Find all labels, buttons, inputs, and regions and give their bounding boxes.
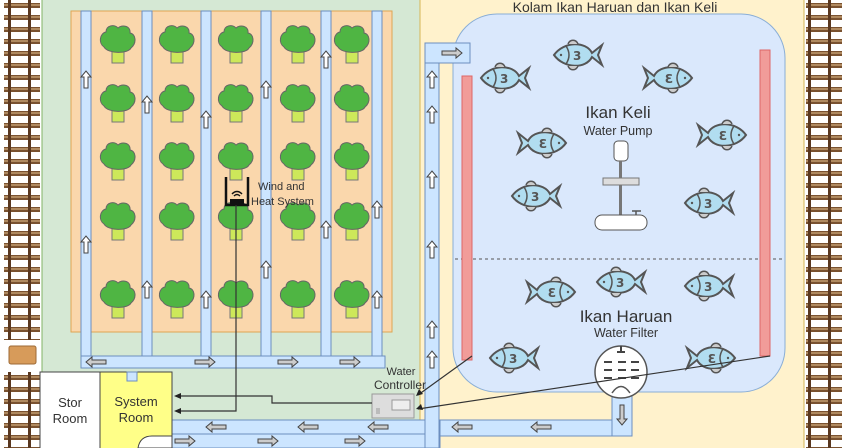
left-fence-lower [4, 372, 40, 448]
stor-room-label-1: Stor [58, 395, 83, 410]
wind-heat-icon [224, 177, 250, 207]
ikan-haruan-title: Ikan Haruan [580, 307, 673, 326]
water-filter-label: Water Filter [594, 326, 658, 340]
gate [8, 345, 37, 365]
pond-title: Kolam Ikan Haruan dan Ikan Keli [513, 0, 718, 15]
system-room-label-2: Room [119, 410, 154, 425]
water-filter-icon [594, 345, 648, 399]
heater-left [461, 75, 473, 361]
control-wires [178, 205, 771, 412]
water-pump-label: Water Pump [583, 124, 652, 138]
pipe-segment [171, 433, 441, 448]
water-pump-icon [594, 140, 648, 231]
tank [137, 435, 173, 448]
system-room-inlet [126, 371, 138, 382]
pipe-segment [200, 10, 212, 364]
system-room-label-1: System [114, 394, 157, 409]
pipe-segment [80, 355, 386, 369]
wire-arrowheads [174, 389, 423, 414]
pipe-network [80, 10, 633, 448]
stor-room-label-2: Room [53, 411, 88, 426]
pipe-segment [141, 10, 153, 364]
controller-icon[interactable] [371, 393, 415, 419]
stor-room[interactable] [39, 371, 101, 448]
wind-heat-label-2: Heat System [251, 196, 314, 208]
pipe-segment [371, 10, 383, 364]
ikan-keli-title: Ikan Keli [585, 103, 650, 122]
pipe-segment [80, 10, 92, 364]
water-controller-label-2: Controller [374, 378, 426, 392]
wind-heat-label-1: Wind and [258, 181, 304, 193]
heater-right [759, 49, 771, 357]
left-fence [4, 0, 40, 340]
system-room[interactable] [99, 371, 173, 448]
right-fence [806, 0, 842, 448]
water-controller-label-1: Water [387, 366, 416, 378]
